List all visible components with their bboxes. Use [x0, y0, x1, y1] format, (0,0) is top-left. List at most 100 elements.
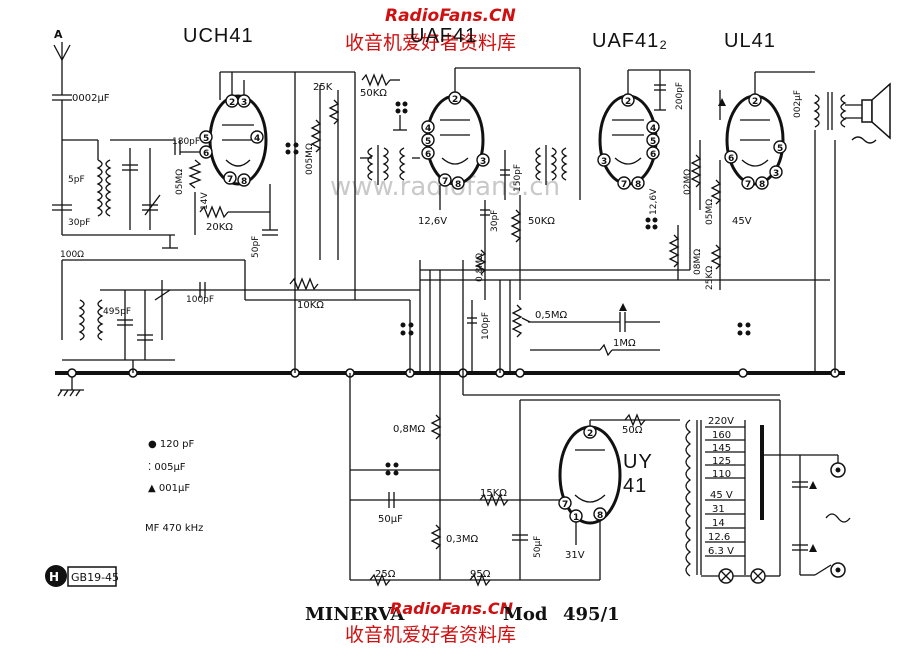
- svg-text:6: 6: [650, 150, 656, 160]
- watermark-site-bottom: RadioFans.CN: [390, 599, 514, 618]
- dots-supply: [385, 462, 399, 476]
- tube-label-ul41: UL41: [724, 30, 776, 52]
- svg-text:2: 2: [625, 97, 631, 107]
- watermark-site-top: RadioFans.CN: [385, 6, 516, 26]
- tube-label-uch41: UCH41: [183, 25, 254, 47]
- svg-text:5: 5: [650, 137, 656, 147]
- label-c100-b: 100pF: [481, 312, 491, 340]
- label-c002: 002µF: [793, 90, 803, 118]
- tap-220v: 220V: [708, 416, 734, 427]
- svg-text:2: 2: [229, 98, 235, 108]
- capacitor-100pf-a: [199, 282, 206, 298]
- svg-text:8: 8: [597, 511, 603, 521]
- speaker-icon: [845, 82, 891, 144]
- resistor-25: [369, 573, 391, 587]
- svg-text:6: 6: [728, 154, 734, 164]
- tube-label-uy: UY: [623, 451, 653, 473]
- power-wiring: [349, 373, 780, 581]
- title-brand: MINERVA: [305, 604, 405, 625]
- label-c30-b: 30pF: [490, 210, 500, 232]
- svg-text:2: 2: [452, 95, 458, 105]
- label-r50: 50Ω: [622, 425, 643, 436]
- capacitor-200pf: [654, 70, 666, 111]
- svg-text:7: 7: [442, 177, 448, 187]
- svg-text:7: 7: [745, 180, 751, 190]
- tube-label-uaf41: UAF41: [410, 25, 477, 47]
- label-r20k: 20KΩ: [206, 222, 233, 233]
- capacitor-001-a: [619, 303, 660, 332]
- capacitor-50pf: [262, 184, 278, 236]
- tube-uch41: 2 3 5 6 4 7 8: [180, 71, 355, 187]
- antenna-label: A: [54, 28, 63, 41]
- legend-005uf: ⁚ 005µF: [148, 462, 186, 473]
- label-c180: 180pF: [172, 137, 200, 147]
- tap-126: 12.6: [708, 532, 730, 543]
- watermark-cn-bottom: 收音机爱好者资料库: [345, 624, 516, 646]
- label-r50k-b: 50KΩ: [528, 216, 555, 227]
- mains-autotransformer-icon: [685, 419, 746, 577]
- label-r05: 05MΩ: [175, 169, 185, 195]
- label-r15k: 15KΩ: [480, 488, 507, 499]
- label-r25: 25Ω: [375, 569, 396, 580]
- resistor-50k-a: [361, 73, 400, 87]
- tube-uy41: 2 7 1 8: [558, 419, 680, 580]
- resistor-15k: [479, 493, 509, 507]
- tap-14: 14: [712, 518, 725, 529]
- label-r03: 0,3MΩ: [446, 534, 479, 545]
- resistor-50k-b: [510, 195, 522, 300]
- title-model-number: 495/1: [563, 604, 620, 625]
- title-mod: Mod: [503, 604, 548, 625]
- label-v31: 31V: [565, 550, 585, 561]
- svg-text:6: 6: [425, 150, 431, 160]
- tap-160: 160: [712, 430, 731, 441]
- if-transformer-2: [535, 145, 568, 185]
- tap-145: 145: [712, 443, 731, 454]
- badge-stamp: H GB19-45: [45, 565, 119, 587]
- svg-text:8: 8: [759, 180, 765, 190]
- tube-label-uaf41-2: UAF41₂: [592, 30, 668, 52]
- capacitor-100pf-b: [467, 300, 477, 373]
- legend-120pf: ● 120 pF: [148, 439, 195, 450]
- label-c50u-a: 50µF: [378, 514, 403, 525]
- svg-text:8: 8: [241, 177, 247, 187]
- svg-text:7: 7: [227, 175, 233, 185]
- resistor-05m-b: [710, 179, 722, 205]
- label-v45: 45V: [732, 216, 752, 227]
- resistor-08m-c: [430, 414, 442, 440]
- resistor-03m: [430, 524, 442, 550]
- dots-lower-left: [400, 322, 414, 336]
- label-r25k: 25K: [313, 82, 333, 93]
- capacitor-150pf: [500, 150, 510, 200]
- svg-text:4: 4: [425, 124, 431, 134]
- label-c150: 150pF: [513, 164, 523, 192]
- svg-text:1: 1: [573, 513, 579, 523]
- label-v14: 14V: [200, 192, 210, 210]
- svg-text:3: 3: [480, 157, 486, 167]
- resistor-50: [624, 413, 646, 427]
- legend-mf: MF 470 kHz: [145, 523, 203, 534]
- label-r100: 100Ω: [60, 250, 84, 260]
- resistor-95: [469, 573, 491, 587]
- capacitor-50uf-b: [512, 534, 528, 541]
- label-r02: 02MΩ: [683, 169, 693, 195]
- badge-logo-icon: H: [49, 570, 59, 584]
- label-c100-a: 100pF: [186, 295, 214, 305]
- resistor-02m: [690, 140, 702, 210]
- antenna-capacitor: [52, 94, 72, 140]
- resistor-20k: [199, 205, 270, 219]
- potentiometer-05m: [511, 304, 620, 338]
- svg-text:3: 3: [241, 98, 247, 108]
- badge-text: GB19-45: [71, 571, 119, 584]
- capacitor-180pf: [174, 140, 181, 155]
- label-c200: 200pF: [675, 82, 685, 110]
- label-c50p: 50pF: [251, 236, 261, 258]
- label-v126-b: 12,6V: [649, 188, 659, 215]
- tube-label-41: 41: [623, 475, 647, 497]
- tap-125: 125: [712, 456, 731, 467]
- label-r10k: 10KΩ: [297, 300, 324, 311]
- svg-text:7: 7: [562, 500, 568, 510]
- label-v126-a: 12,6V: [418, 216, 447, 227]
- svg-text:2: 2: [752, 97, 758, 107]
- svg-text:3: 3: [773, 169, 779, 179]
